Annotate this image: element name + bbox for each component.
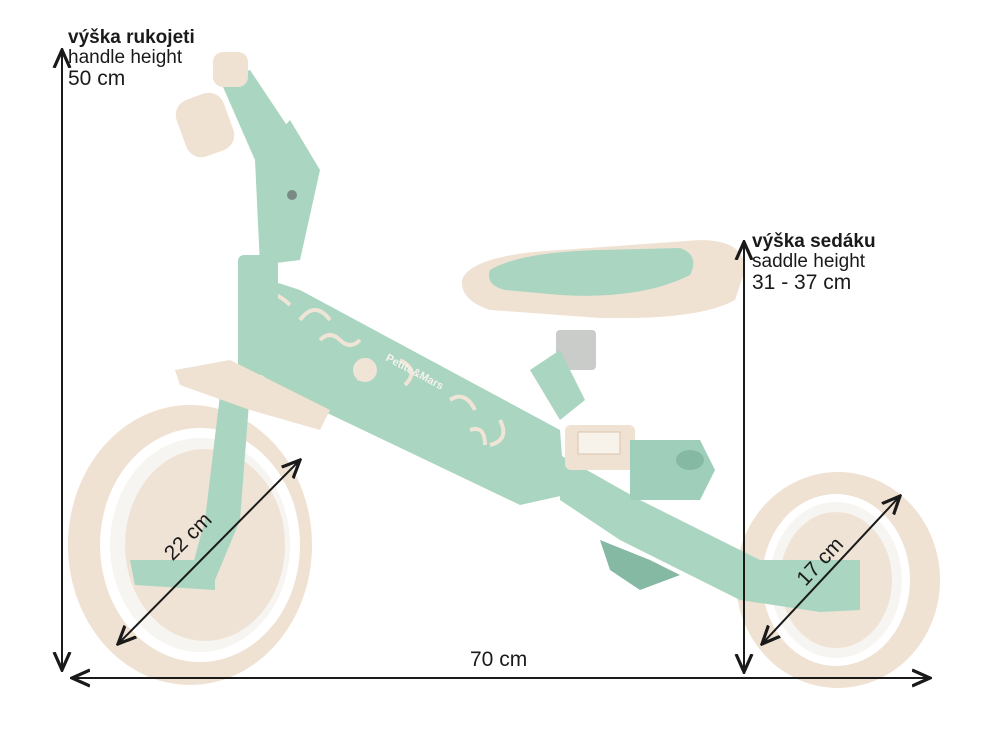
rear-wheel-diameter-line xyxy=(762,496,900,644)
length-value: 70 cm xyxy=(470,648,528,671)
saddle xyxy=(461,240,745,420)
saddle-height-value: 31 - 37 cm xyxy=(752,270,852,294)
handle-height-label: výška rukojeti handle height 50 cm xyxy=(68,28,195,90)
handle-height-label-cs: výška rukojeti xyxy=(68,27,195,48)
dimension-lines xyxy=(62,50,930,678)
front-wheel-diameter-line xyxy=(118,460,300,644)
saddle-height-label: výška sedáku saddle height 31 - 37 cm xyxy=(752,232,876,294)
saddle-height-label-cs: výška sedáku xyxy=(752,231,876,252)
saddle-height-label-en: saddle height xyxy=(752,250,866,272)
handle-height-value: 50 cm xyxy=(68,66,126,90)
handle-height-label-en: handle height xyxy=(68,46,183,68)
